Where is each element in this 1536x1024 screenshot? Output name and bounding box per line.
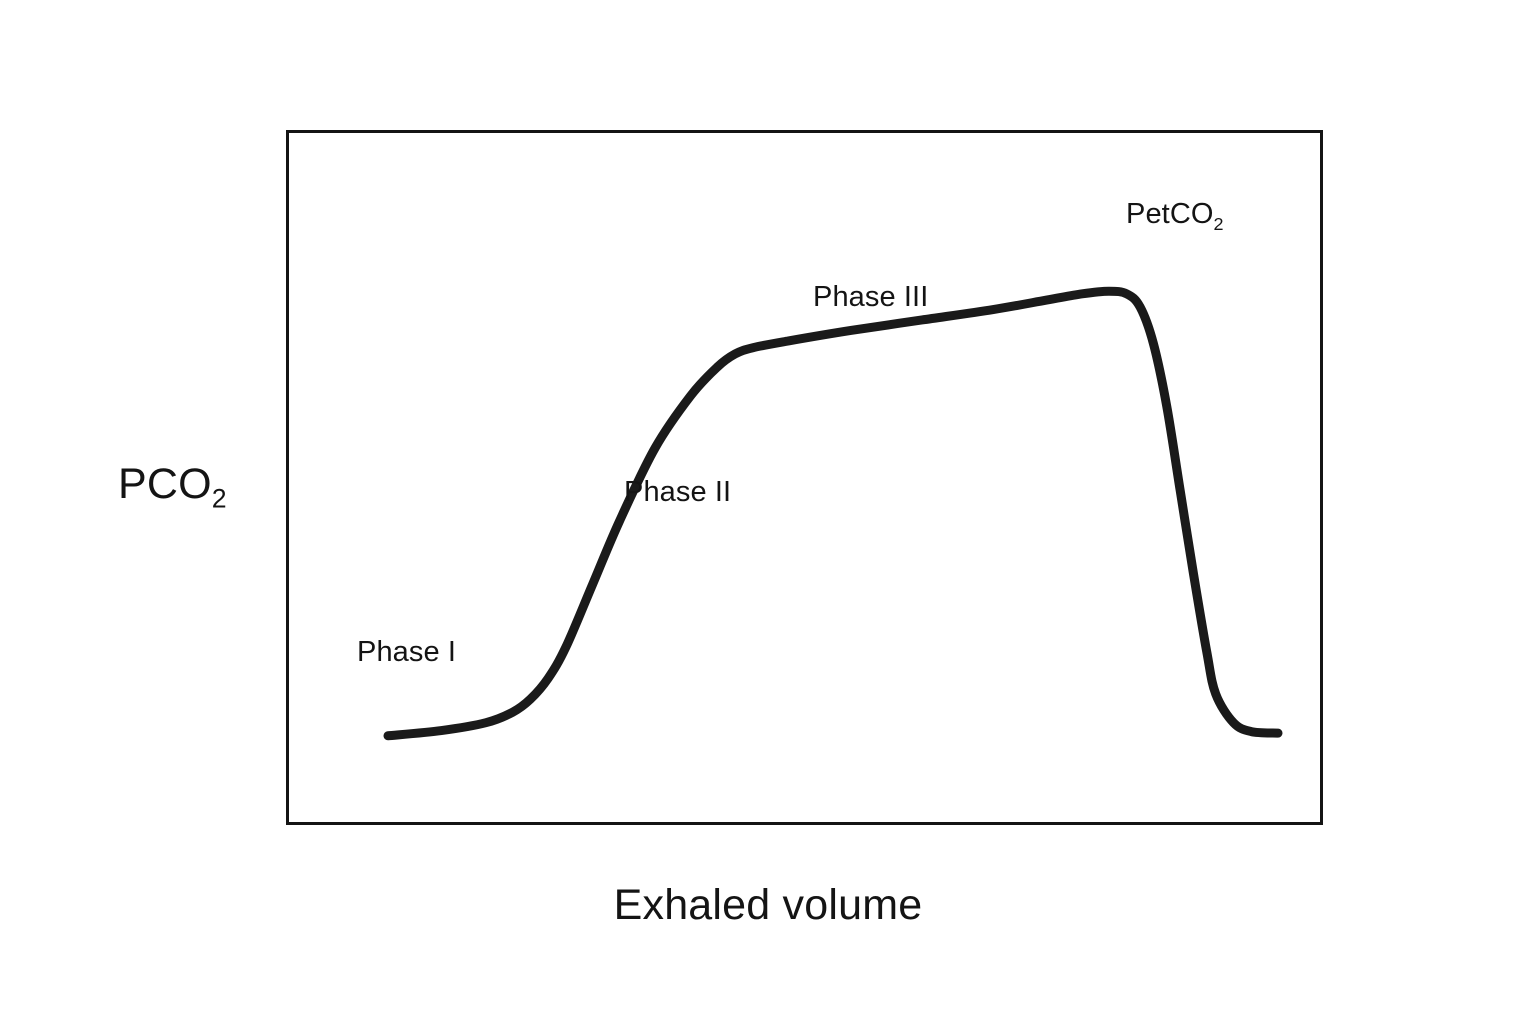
annotation-phase-1: Phase I xyxy=(357,636,457,668)
y-axis-title-text: PCO xyxy=(118,460,212,508)
y-axis-title-subscript: 2 xyxy=(211,483,227,514)
plot-frame xyxy=(286,130,1323,825)
annotation-petco2-subscript: 2 xyxy=(1213,213,1224,234)
annotation-petco2-text: PetCO xyxy=(1126,198,1214,230)
annotation-phase-2: Phase II xyxy=(624,476,732,508)
y-axis-title: PCO2 xyxy=(118,460,227,512)
x-axis-title: Exhaled volume xyxy=(613,881,923,929)
annotation-phase-3: Phase III xyxy=(813,281,929,313)
annotation-petco2: PetCO2 xyxy=(1126,198,1224,234)
